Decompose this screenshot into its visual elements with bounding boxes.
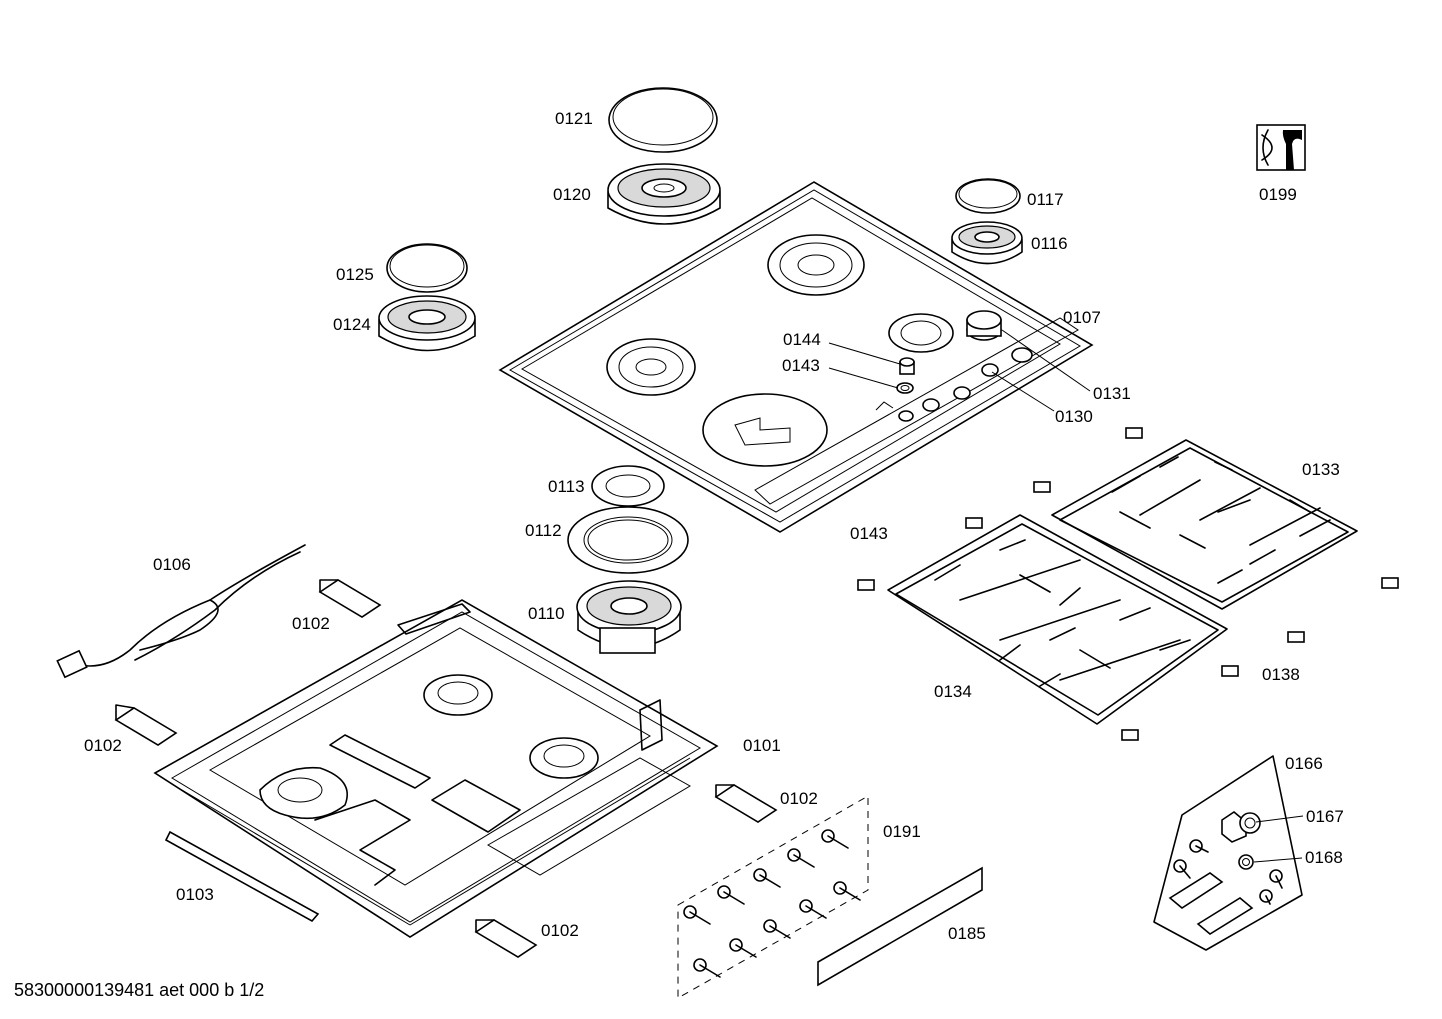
label-0102-d: 0102 <box>541 921 579 940</box>
label-0168: 0168 <box>1305 848 1343 867</box>
label-0116: 0116 <box>1031 234 1068 253</box>
label-0199: 0199 <box>1259 185 1297 204</box>
part-0185-strip[interactable] <box>817 866 983 987</box>
label-0110: 0110 <box>528 604 565 623</box>
wrench-icon[interactable] <box>1256 124 1306 171</box>
label-0124: 0124 <box>333 315 371 334</box>
label-0121: 0121 <box>555 109 593 128</box>
part-0125-cap[interactable] <box>386 243 468 293</box>
label-0125: 0125 <box>336 265 374 284</box>
label-0166: 0166 <box>1285 754 1323 773</box>
label-0143: 0143 <box>782 356 820 375</box>
label-0107: 0107 <box>1063 308 1101 327</box>
label-0120: 0120 <box>553 185 591 204</box>
part-0113-ring[interactable] <box>591 465 665 507</box>
part-0106-power-cable[interactable] <box>56 544 306 679</box>
part-0102-bracket-a[interactable] <box>318 579 382 618</box>
label-0102-b: 0102 <box>84 736 122 755</box>
part-0103-seal-strip[interactable] <box>164 830 320 923</box>
label-0113: 0113 <box>548 477 585 496</box>
label-0133: 0133 <box>1302 460 1340 479</box>
label-0185: 0185 <box>948 924 986 943</box>
label-0102-a: 0102 <box>292 614 330 633</box>
part-0166-conversion-kit[interactable] <box>1153 755 1303 951</box>
part-0101-base-tray[interactable] <box>153 599 719 938</box>
part-0102-bracket-c[interactable] <box>714 784 778 823</box>
label-0191: 0191 <box>883 822 921 841</box>
label-0134: 0134 <box>934 682 972 701</box>
part-labels: 0121 0120 0117 0116 0199 0125 0124 0107 … <box>84 109 1344 943</box>
label-0131: 0131 <box>1093 384 1131 403</box>
part-0133-pan-support[interactable] <box>965 427 1399 643</box>
document-footer-id: 58300000139481 aet 000 b 1/2 <box>14 980 265 1000</box>
leader-lines <box>828 329 1304 863</box>
part-0102-bracket-d[interactable] <box>474 919 538 958</box>
label-0144: 0144 <box>783 330 821 349</box>
label-0112: 0112 <box>525 521 562 540</box>
part-0112-ring[interactable] <box>567 506 689 574</box>
label-0138: 0138 <box>1262 665 1300 684</box>
part-0134-pan-support[interactable] <box>857 514 1239 741</box>
part-0191-screw-set[interactable] <box>677 795 869 999</box>
part-0102-bracket-b[interactable] <box>114 704 178 746</box>
part-0143-washer[interactable] <box>896 382 914 394</box>
part-0121-burner-cap[interactable] <box>608 87 718 153</box>
part-0116-small-burner-head[interactable] <box>951 221 1023 265</box>
part-0144-knob-spindle[interactable] <box>899 357 915 375</box>
part-0120-burner-head[interactable] <box>607 163 721 225</box>
part-0124-burner-head[interactable] <box>378 295 476 352</box>
label-0101: 0101 <box>743 736 781 755</box>
label-0103: 0103 <box>176 885 214 904</box>
part-0117-small-cap[interactable] <box>955 178 1021 214</box>
label-0102-c: 0102 <box>780 789 818 808</box>
label-0106: 0106 <box>153 555 191 574</box>
label-0167: 0167 <box>1306 807 1344 826</box>
label-0117: 0117 <box>1027 190 1064 209</box>
label-0143-b: 0143 <box>850 524 888 543</box>
part-0107-hob-top[interactable] <box>498 181 1094 533</box>
label-0130: 0130 <box>1055 407 1093 426</box>
part-0110-burner-base[interactable] <box>576 580 682 654</box>
